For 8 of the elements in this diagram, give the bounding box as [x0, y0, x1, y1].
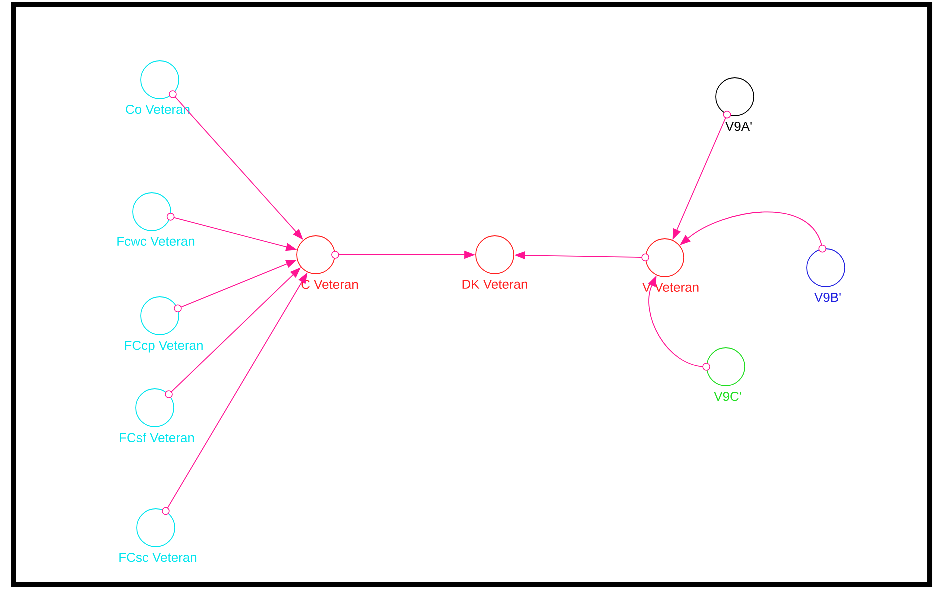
node-label: V9C': [714, 392, 742, 402]
node-label: V9B': [814, 292, 841, 302]
node-label: FCsc Veteran: [120, 552, 197, 562]
node-label: FCsf Veteran: [120, 432, 194, 443]
node-label: V9A': [726, 122, 752, 132]
node-label: DK Veteran: [462, 280, 528, 290]
node-label: FCcp Veteran: [125, 340, 203, 353]
node-label: Fcwc Veteran: [118, 236, 195, 246]
